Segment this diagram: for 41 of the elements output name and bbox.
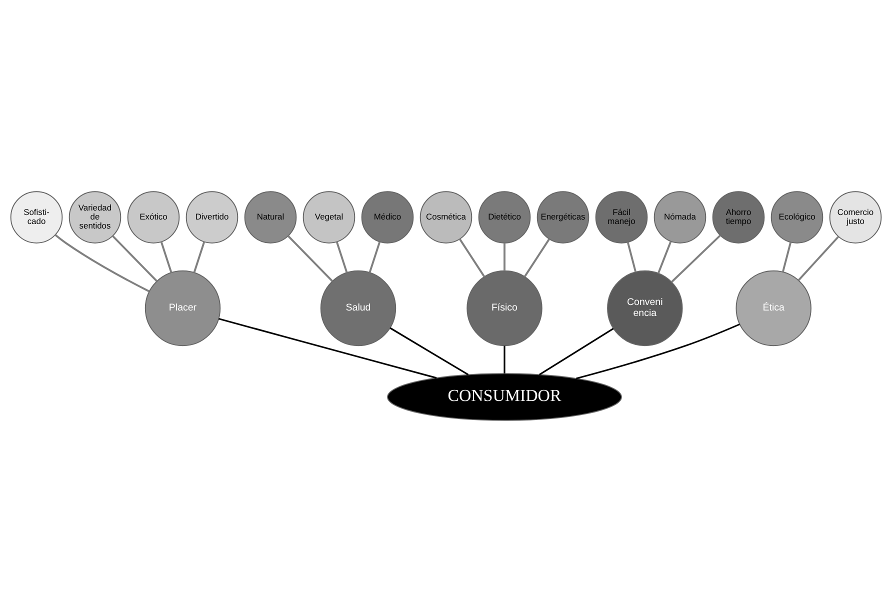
node-circle: Placer	[144, 270, 221, 346]
node-circle: Natural	[244, 190, 297, 243]
connector	[160, 241, 172, 272]
connector	[657, 240, 672, 274]
connector	[459, 238, 486, 277]
node-circle: Energéticas	[536, 190, 590, 243]
connector	[504, 345, 506, 374]
node-circle: Fácil manejo	[595, 190, 648, 243]
connector	[112, 234, 158, 282]
connector	[782, 241, 792, 272]
connector	[390, 326, 469, 375]
connector	[538, 327, 614, 375]
node-circle: Ecológico	[770, 190, 824, 243]
connector	[626, 241, 637, 272]
connector	[798, 236, 840, 280]
node-circle: Comercio justo	[829, 190, 882, 243]
node-circle: Sofisti- cado	[10, 190, 63, 243]
node-circle: Dietético	[478, 190, 531, 243]
connector	[670, 234, 721, 282]
node-circle: Salud	[320, 270, 396, 346]
connector	[336, 241, 348, 272]
node-circle: Divertido	[186, 190, 238, 243]
connector	[524, 238, 550, 277]
node-circle: Físico	[466, 270, 542, 346]
connector	[218, 317, 437, 378]
node-circle: Nómada	[654, 190, 706, 243]
connector	[576, 323, 740, 379]
node-circle: Ahorro tiempo	[712, 190, 765, 243]
node-circle: Vegetal	[302, 190, 356, 243]
node-circle: Exótico	[127, 190, 180, 243]
connector	[54, 234, 150, 292]
node-circle: Médico	[361, 190, 414, 243]
connector	[193, 241, 206, 272]
node-circle: Ética	[736, 270, 812, 346]
node-ellipse: CONSUMIDOR	[387, 372, 622, 420]
connector	[368, 241, 381, 272]
node-circle: Variedad de sentidos	[68, 190, 122, 243]
node-circle: Conveni encia	[607, 270, 683, 346]
connector	[288, 234, 334, 282]
connector	[504, 242, 506, 270]
node-circle: Cosmética	[420, 190, 472, 243]
